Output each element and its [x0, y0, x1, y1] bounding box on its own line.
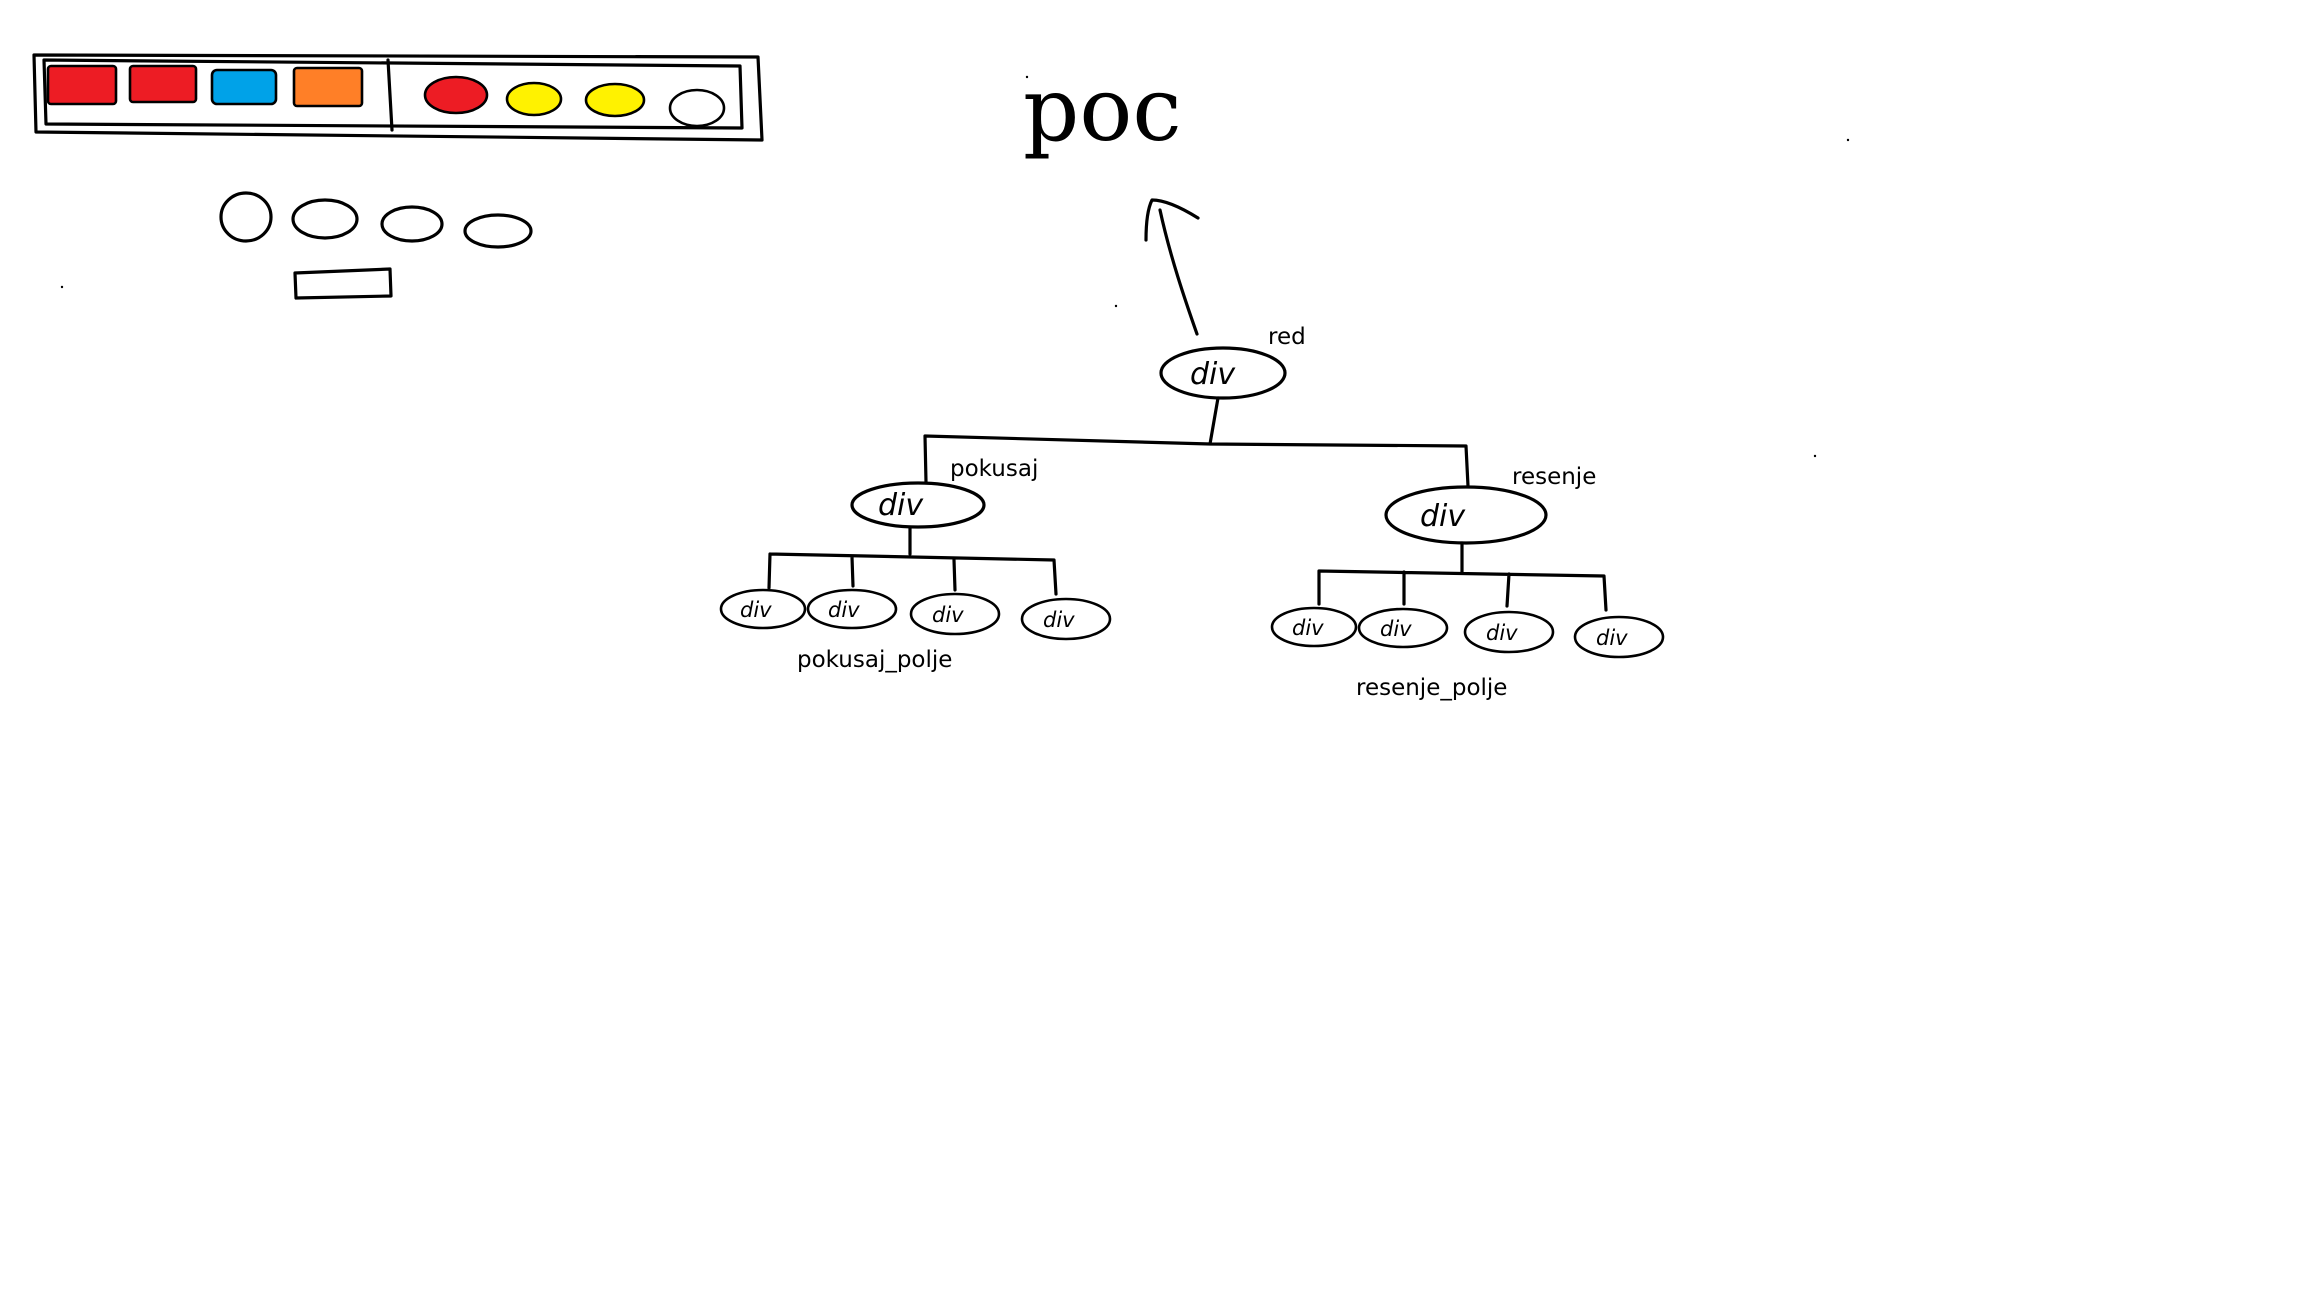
pokusaj-label: pokusaj	[950, 456, 1038, 482]
swatch-red-2	[128, 64, 198, 104]
dom-tree: div red div pokusaj div resenje div div …	[719, 324, 1665, 701]
pokusaj-leaf-4-text: div	[1043, 608, 1075, 632]
up-arrow-icon	[1144, 198, 1200, 336]
resenje-leaf-1-text: div	[1292, 616, 1324, 640]
pokusaj-div-text: div	[878, 488, 924, 523]
palette-divider	[386, 58, 394, 132]
resenje-leaf-4	[1573, 615, 1665, 659]
poc-header: poc	[1023, 58, 1200, 336]
tree-node-root: div red	[1159, 324, 1306, 400]
resenje-div-text: div	[1420, 499, 1466, 534]
palette-inner-frame	[42, 58, 744, 130]
pokusaj-leaf-3	[909, 592, 1001, 636]
swatch-round-yellow-2	[584, 82, 646, 118]
empty-slot-4	[463, 213, 533, 249]
pokusaj-leaves: div div div div pokusaj_polje	[719, 588, 1112, 673]
root-connector	[923, 396, 1470, 488]
resenje-polje-label: resenje_polje	[1356, 675, 1507, 701]
swatch-round-red	[423, 75, 489, 115]
resenje-label: resenje	[1512, 464, 1596, 490]
empty-slot-1	[219, 191, 273, 243]
pokusaj-leaf-2	[806, 588, 898, 630]
empty-slot-3	[380, 205, 444, 243]
resenje-leaf-3-text: div	[1486, 621, 1518, 645]
pokusaj-polje-label: pokusaj_polje	[797, 647, 952, 673]
swatch-blue	[210, 68, 278, 106]
resenje-leaf-1	[1270, 606, 1358, 648]
pokusaj-leaf-4	[1020, 597, 1112, 641]
pokusaj-connector	[767, 525, 1058, 596]
tree-node-pokusaj: div pokusaj	[850, 456, 1038, 529]
swatch-round-empty	[668, 88, 726, 128]
pokusaj-leaf-3-text: div	[932, 603, 964, 627]
swatch-orange	[292, 66, 364, 108]
root-label: red	[1268, 324, 1306, 350]
resenje-leaf-2-text: div	[1380, 617, 1412, 641]
page-title: poc	[1023, 58, 1182, 161]
resenje-connector	[1317, 541, 1608, 612]
resenje-leaves: div div div div resenje_polje	[1270, 606, 1665, 701]
resenje-leaf-4-text: div	[1596, 626, 1628, 650]
swatch-red-1	[46, 64, 118, 106]
swatch-round-yellow-1	[505, 81, 563, 117]
tree-node-resenje: div resenje	[1384, 464, 1596, 545]
palette-outer-frame	[32, 53, 764, 142]
pokusaj-leaf-2-text: div	[828, 598, 860, 622]
guess-slots-sketch	[219, 191, 533, 300]
root-div-text: div	[1190, 357, 1236, 392]
resenje-leaf-3	[1463, 610, 1555, 654]
empty-slot-2	[291, 198, 359, 240]
color-palette-sketch	[32, 53, 764, 142]
resenje-leaf-2	[1357, 607, 1449, 649]
pokusaj-leaf-1	[719, 588, 807, 630]
submit-bar-sketch	[293, 267, 393, 300]
stray-dots	[60, 75, 1850, 458]
pokusaj-leaf-1-text: div	[740, 598, 772, 622]
